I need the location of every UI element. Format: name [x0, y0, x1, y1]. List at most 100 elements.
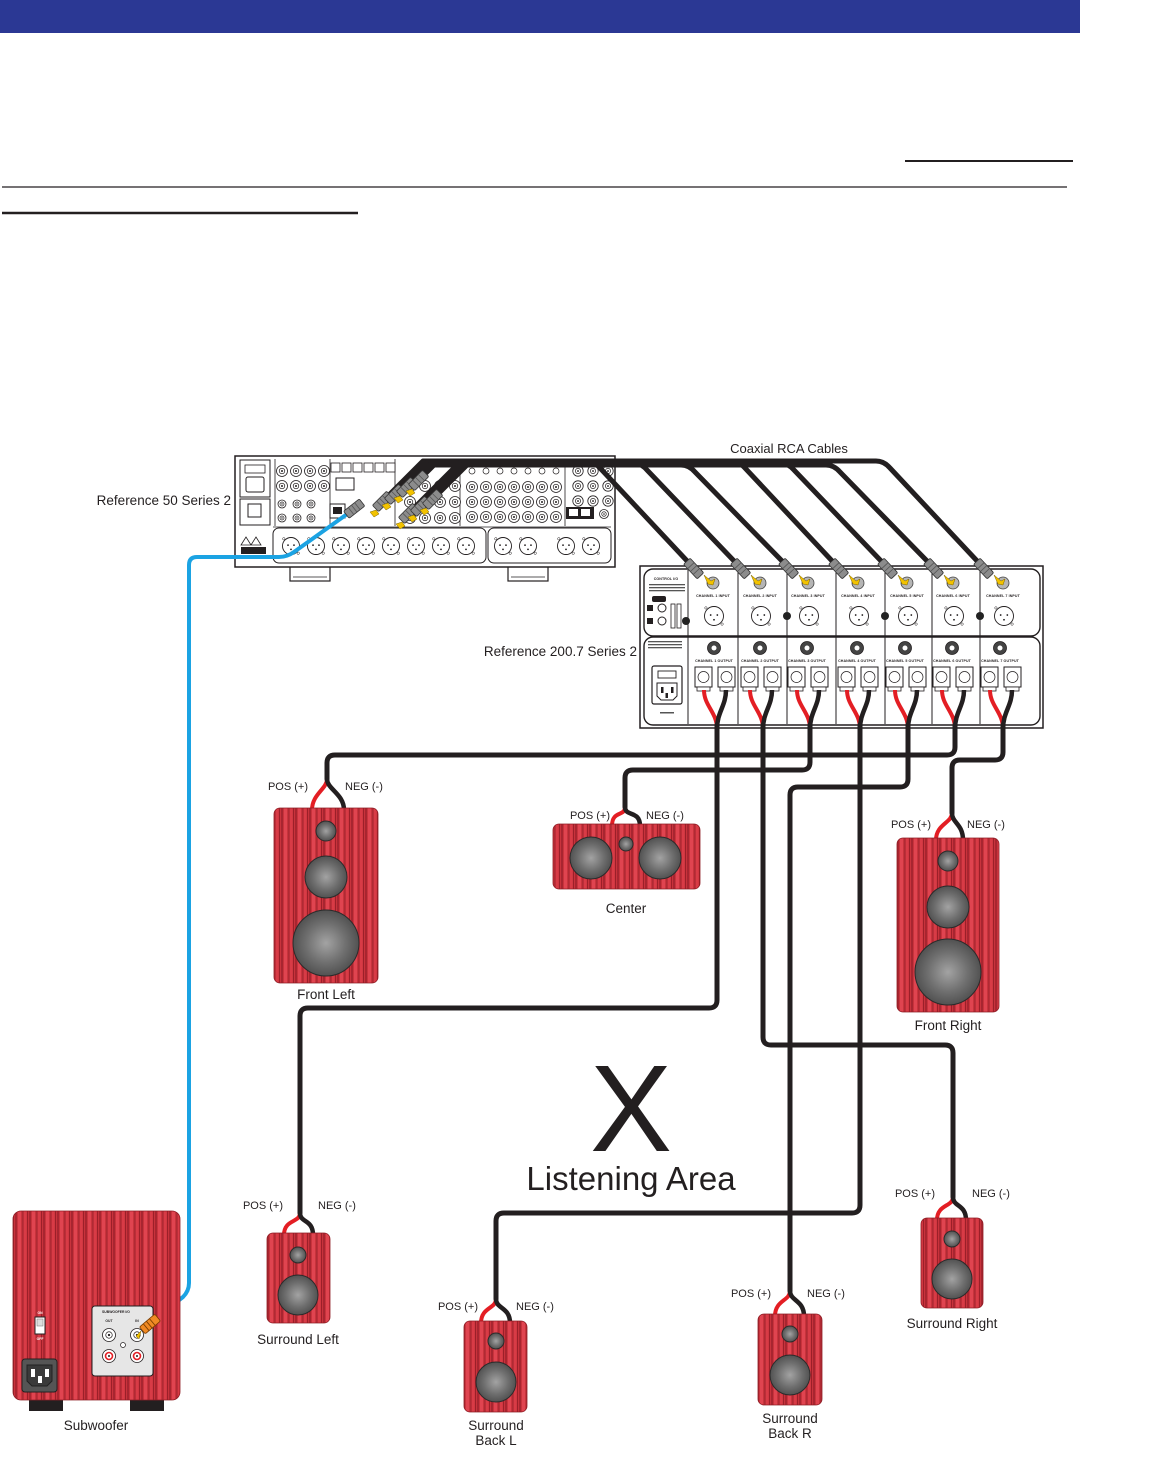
- jack-pin: [555, 501, 557, 503]
- rca-plug-band: [782, 562, 790, 569]
- brand-logo: [335, 477, 355, 491]
- xlr-screw: [471, 551, 475, 555]
- xlr-pin: [468, 544, 470, 547]
- jack-pin: [471, 486, 473, 488]
- jack-inner: [552, 483, 560, 491]
- rca-jack: [536, 511, 548, 523]
- optical-input: [341, 462, 352, 473]
- negative-terminal[interactable]: [908, 666, 927, 688]
- jack-inner: [308, 501, 314, 507]
- jack-pin: [409, 501, 411, 503]
- rca-jack: [480, 496, 492, 508]
- jack-inner: [575, 468, 581, 474]
- xlr-pin: [713, 618, 715, 621]
- jack-pin: [607, 485, 609, 487]
- rca-plug-band: [785, 565, 793, 572]
- amplifier-chassis: [639, 565, 1044, 729]
- positive-terminal[interactable]: [885, 666, 904, 688]
- xlr-pin: [907, 618, 909, 621]
- negative-terminal[interactable]: [717, 666, 736, 688]
- processor-label: Reference 50 Series 2: [97, 493, 231, 508]
- xlr-shell: [557, 537, 575, 555]
- xlr-screw: [596, 551, 600, 555]
- xlr-shell: [944, 606, 964, 626]
- woofer-driver: [914, 938, 982, 1006]
- jack-inner: [575, 483, 581, 489]
- jack-pin: [485, 516, 487, 518]
- positive-terminal[interactable]: [694, 666, 713, 688]
- negative-terminal[interactable]: [763, 666, 782, 688]
- rca-plug: [923, 558, 944, 579]
- xlr-pin: [315, 548, 317, 551]
- positive-terminal[interactable]: [980, 666, 999, 688]
- rca-jack: [466, 511, 478, 523]
- xlr-pin: [953, 618, 955, 621]
- negative-terminal[interactable]: [860, 666, 879, 688]
- xlr-connector: [898, 606, 918, 626]
- rca-jack: [494, 496, 506, 508]
- woofer-driver: [277, 1274, 319, 1316]
- negative-label: NEG (-): [345, 781, 383, 793]
- xlr-shell: [519, 537, 537, 555]
- subwoofer-foot: [29, 1399, 63, 1411]
- negative-terminal[interactable]: [1003, 666, 1022, 688]
- rca-plug-tip: [419, 507, 430, 516]
- jack-pin: [471, 516, 473, 518]
- negative-label: NEG (-): [318, 1200, 356, 1212]
- rca-jack: [306, 499, 316, 509]
- positive-terminal[interactable]: [740, 666, 759, 688]
- xlr-pin: [808, 618, 810, 621]
- woofer-driver: [475, 1361, 517, 1403]
- jack-pin: [541, 516, 543, 518]
- terminal-screw: [935, 671, 948, 683]
- jack-inner: [482, 483, 490, 491]
- xlr-screw: [751, 606, 755, 610]
- line-level-jack: [102, 1328, 116, 1342]
- rca-jack: [536, 496, 548, 508]
- rca-plug-band: [415, 476, 423, 484]
- jack-pin: [107, 1333, 111, 1337]
- xlr-shell: [382, 537, 400, 555]
- xlr-screw: [508, 551, 512, 555]
- negative-wire: [950, 1196, 969, 1221]
- jack-inner: [105, 1331, 113, 1339]
- jack-pin: [555, 516, 557, 518]
- rca-jack: [536, 481, 548, 493]
- rca-plug-band: [977, 562, 985, 569]
- xlr-pin: [287, 544, 289, 547]
- rca-jack: [290, 465, 302, 477]
- tweeter-driver: [618, 836, 634, 852]
- xlr-connector: [494, 537, 512, 555]
- rca-plug-tip: [381, 502, 392, 511]
- channel-button: [482, 467, 490, 475]
- xlr-screw: [944, 606, 948, 610]
- jack-inner: [605, 483, 611, 489]
- negative-terminal[interactable]: [955, 666, 974, 688]
- positive-terminal[interactable]: [932, 666, 951, 688]
- speaker-level-jack: [130, 1349, 144, 1363]
- negative-wire: [493, 1298, 513, 1324]
- terminal-screw: [958, 671, 971, 683]
- negative-terminal[interactable]: [810, 666, 829, 688]
- positive-wire: [310, 778, 329, 811]
- subwoofer-io-title: SUBWOOFER I/O: [102, 1310, 130, 1314]
- ethernet-socket: [333, 507, 342, 514]
- trigger-plug: [652, 596, 666, 602]
- xlr-screw: [296, 551, 300, 555]
- xlr-screw: [346, 551, 350, 555]
- jack-inner: [320, 482, 328, 490]
- xlr-pin: [387, 544, 389, 547]
- positive-terminal[interactable]: [837, 666, 856, 688]
- optical-input: [352, 462, 363, 473]
- xlr-screw: [432, 537, 436, 541]
- rca-plug-band: [145, 1320, 153, 1329]
- jack-pin: [296, 503, 298, 505]
- rca-plug-band: [351, 504, 358, 513]
- channel-button: [538, 467, 546, 475]
- channel-button: [496, 467, 504, 475]
- positive-terminal[interactable]: [787, 666, 806, 688]
- xlr-connector: [704, 606, 724, 626]
- rca-plug-band: [388, 493, 396, 501]
- channel-input-label: CHANNEL 6 INPUT: [936, 594, 970, 598]
